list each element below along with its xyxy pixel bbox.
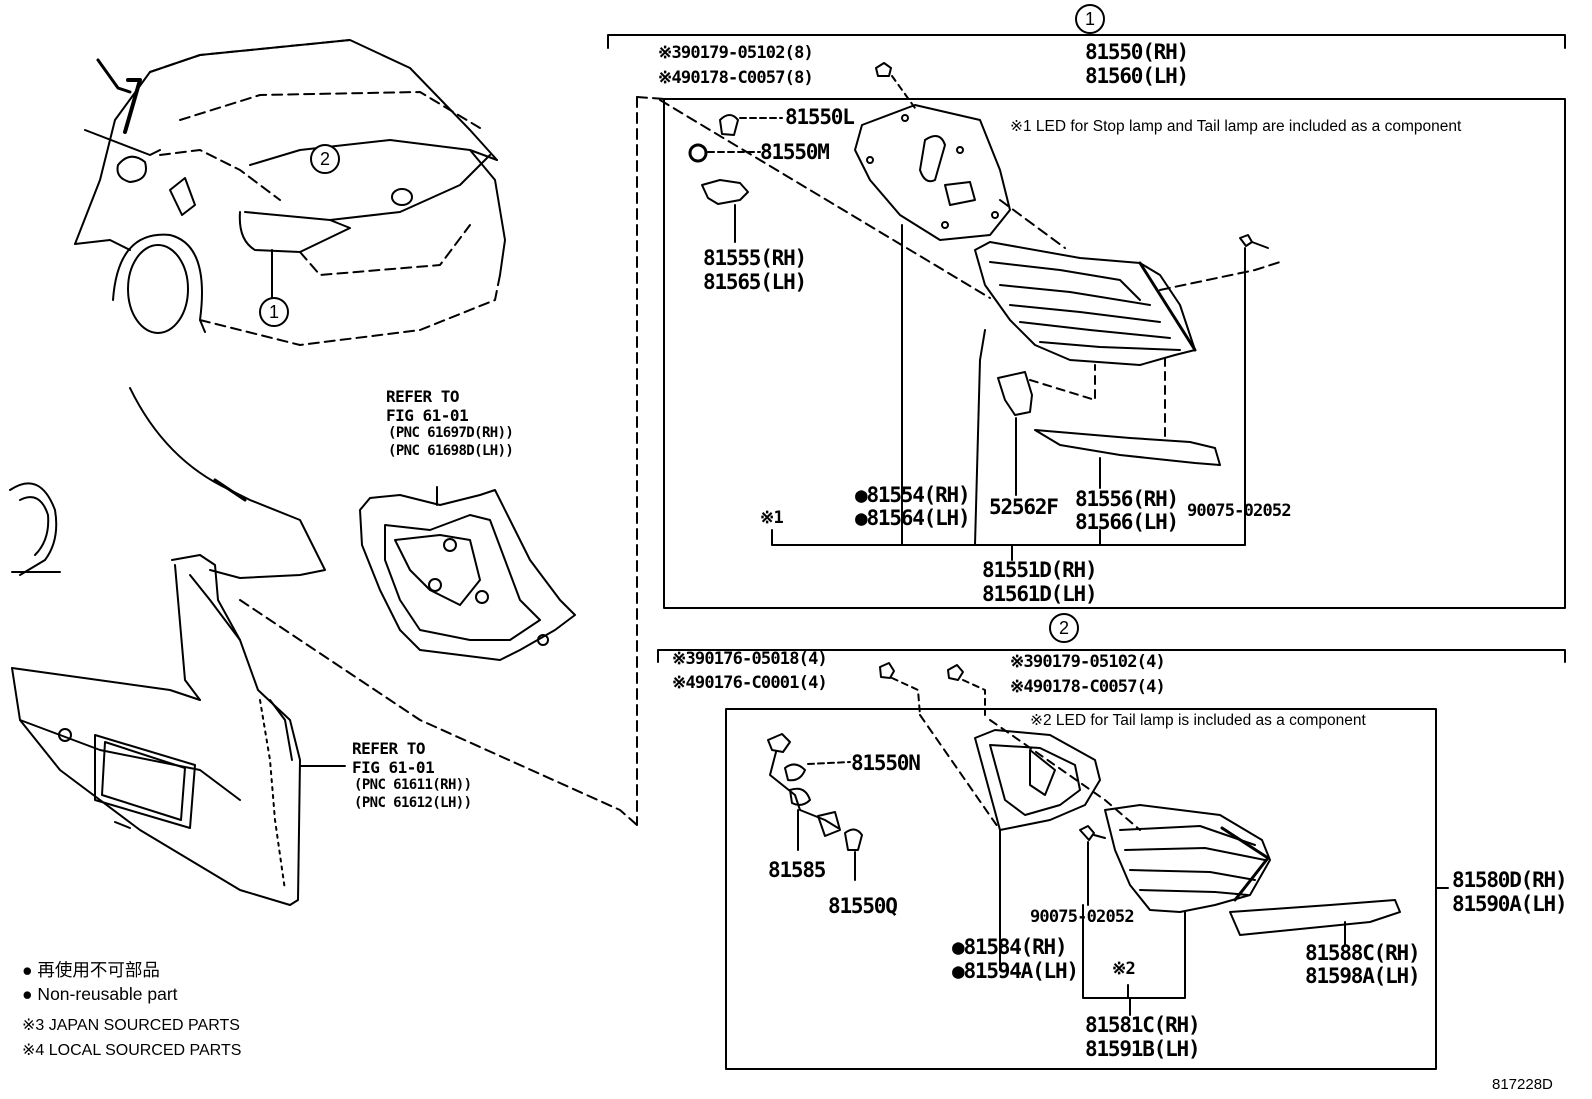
lens2-rh-label: 81581C(RH) <box>1085 1013 1201 1037</box>
wire-label: 81585 <box>768 858 826 882</box>
refer-upper-pnc1: (PNC 61697D(RH)) <box>388 425 514 441</box>
lens2-lh-label: 81591B(LH) <box>1085 1037 1201 1061</box>
callout-2-group: 2 <box>1049 613 1079 643</box>
socket-lh-label: 81565(LH) <box>703 270 807 294</box>
group2-frame <box>657 649 1566 1070</box>
rear-lamp-rh-label: 81550(RH) <box>1085 40 1189 64</box>
lens-body-lh-label: 81561D(LH) <box>982 582 1098 606</box>
callout-1-top: 1 <box>1075 4 1105 34</box>
rear-lamp-lh-label: 81560(LH) <box>1085 64 1189 88</box>
group1-frame <box>607 27 1566 826</box>
refer-upper-fig: FIG 61-01 <box>386 406 469 425</box>
quarter-panel-illustration <box>9 387 638 906</box>
group1-note: ※1 LED for Stop lamp and Tail lamp are i… <box>1010 118 1462 135</box>
mark-2-label: ※2 <box>1112 959 1136 979</box>
refer-lower-fig: FIG 61-01 <box>352 758 435 777</box>
bulb-m-label: 81550M <box>760 140 830 164</box>
lamp2-lh-label: 81590A(LH) <box>1452 892 1568 916</box>
gasket2-rh-label: ●81584(RH) <box>952 935 1068 959</box>
car-rear-illustration <box>74 39 506 346</box>
nut-b-japan-label: ※390179-05102(4) <box>1010 652 1166 672</box>
callout-1-car: 1 <box>259 297 289 327</box>
cover-rh-label: 81556(RH) <box>1075 487 1179 511</box>
nut-a-japan-label: ※390176-05018(4) <box>672 649 828 669</box>
gasket-rh-label: ●81554(RH) <box>855 483 971 507</box>
legend-non-reusable-jp: ● 再使用不可部品 <box>22 960 160 980</box>
screw2-label: 90075-02052 <box>1030 907 1135 927</box>
lamp2-rh-label: 81580D(RH) <box>1452 868 1568 892</box>
refer-lower-pnc2: (PNC 61612(LH)) <box>354 795 472 811</box>
gasket2-lh-label: ●81594A(LH) <box>952 959 1079 983</box>
nut-japan-label: ※390179-05102(8) <box>658 43 814 63</box>
refer-lower-title: REFER TO <box>352 739 426 758</box>
refer-upper-title: REFER TO <box>386 387 460 406</box>
group1-parts <box>659 62 1281 561</box>
cover2-lh-label: 81598A(LH) <box>1305 964 1421 988</box>
panel-seal-illustration <box>359 486 576 661</box>
refer-lower-pnc1: (PNC 61611(RH)) <box>354 777 472 793</box>
nut-b-local-label: ※490178-C0057(4) <box>1010 677 1166 697</box>
mark-1-label: ※1 <box>760 508 784 528</box>
cover-lh-label: 81566(LH) <box>1075 510 1179 534</box>
cover2-rh-label: 81588C(RH) <box>1305 941 1421 965</box>
bulb-l-label: 81550L <box>785 105 855 129</box>
screw-label: 90075-02052 <box>1187 501 1292 521</box>
socket-rh-label: 81555(RH) <box>703 246 807 270</box>
group2-note: ※2 LED for Tail lamp is included as a co… <box>1030 712 1366 729</box>
gasket-lh-label: ●81564(LH) <box>855 506 971 530</box>
nut-a-local-label: ※490176-C0001(4) <box>672 673 828 693</box>
legend-local-sourced: ※4 LOCAL SOURCED PARTS <box>22 1042 242 1059</box>
legend-non-reusable-en: ● Non-reusable part <box>22 984 178 1004</box>
bulb-q-label: 81550Q <box>828 894 898 918</box>
bracket-label: 52562F <box>989 495 1059 519</box>
refer-upper-pnc2: (PNC 61698D(LH)) <box>388 443 514 459</box>
bulb-n-label: 81550N <box>851 751 921 775</box>
callout-2-car: 2 <box>310 144 340 174</box>
legend-japan-sourced: ※3 JAPAN SOURCED PARTS <box>22 1017 240 1034</box>
group2-parts <box>767 662 1401 1016</box>
figure-id: 817228D <box>1492 1076 1553 1093</box>
lens-body-rh-label: 81551D(RH) <box>982 558 1098 582</box>
nut-local-label: ※490178-C0057(8) <box>658 68 814 88</box>
